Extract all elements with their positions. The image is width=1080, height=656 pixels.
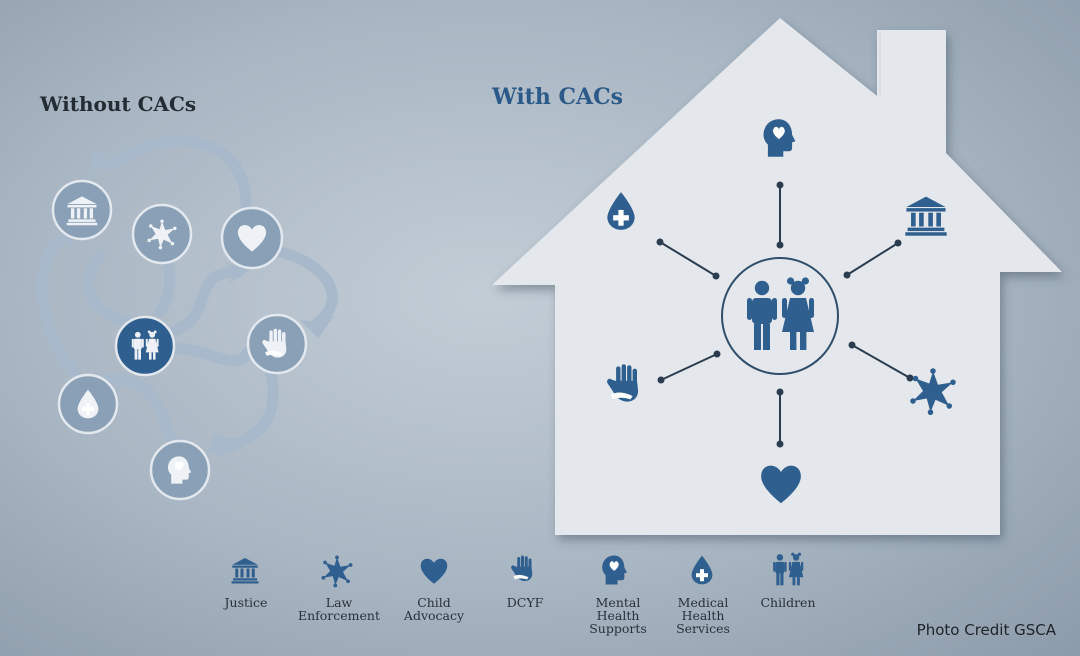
legend-item-children: Children xyxy=(740,550,836,609)
legend-item-law-enforcement: Law Enforcement xyxy=(291,550,387,622)
legend-label-child-advocacy: Child Advocacy xyxy=(403,595,465,623)
photo-credit: Photo Credit GSCA xyxy=(916,621,1056,639)
cycle-nodes xyxy=(51,179,308,501)
tangled-arrows xyxy=(36,135,338,456)
center-ring xyxy=(721,257,839,375)
house-shape xyxy=(492,18,1062,535)
without-cacs-diagram xyxy=(36,135,338,501)
with-cacs-title: With CACs xyxy=(492,84,623,110)
children-node xyxy=(114,315,176,377)
legend-item-child-advocacy: Child Advocacy xyxy=(386,550,482,622)
legend-item-medical-services: Medical Health Services xyxy=(655,550,751,635)
legend-label-mental-health: Mental Health Supports xyxy=(589,595,647,636)
legend-label-justice: Justice xyxy=(224,595,268,610)
legend-label-dcyf: DCYF xyxy=(506,595,544,610)
justice-node xyxy=(51,179,113,241)
legend-item-justice: Justice xyxy=(198,550,294,609)
legend-label-law-enforcement: Law Enforcement xyxy=(297,595,381,623)
legend-item-dcyf: DCYF xyxy=(477,550,573,609)
legend-label-medical-services: Medical Health Services xyxy=(676,595,730,636)
legend-item-mental-health: Mental Health Supports xyxy=(570,550,666,635)
connector-lines xyxy=(659,185,911,444)
with-cacs-house xyxy=(492,18,1062,535)
connector-dots xyxy=(656,181,914,448)
without-cacs-title: Without CACs xyxy=(40,92,197,116)
legend-label-children: Children xyxy=(760,595,816,610)
